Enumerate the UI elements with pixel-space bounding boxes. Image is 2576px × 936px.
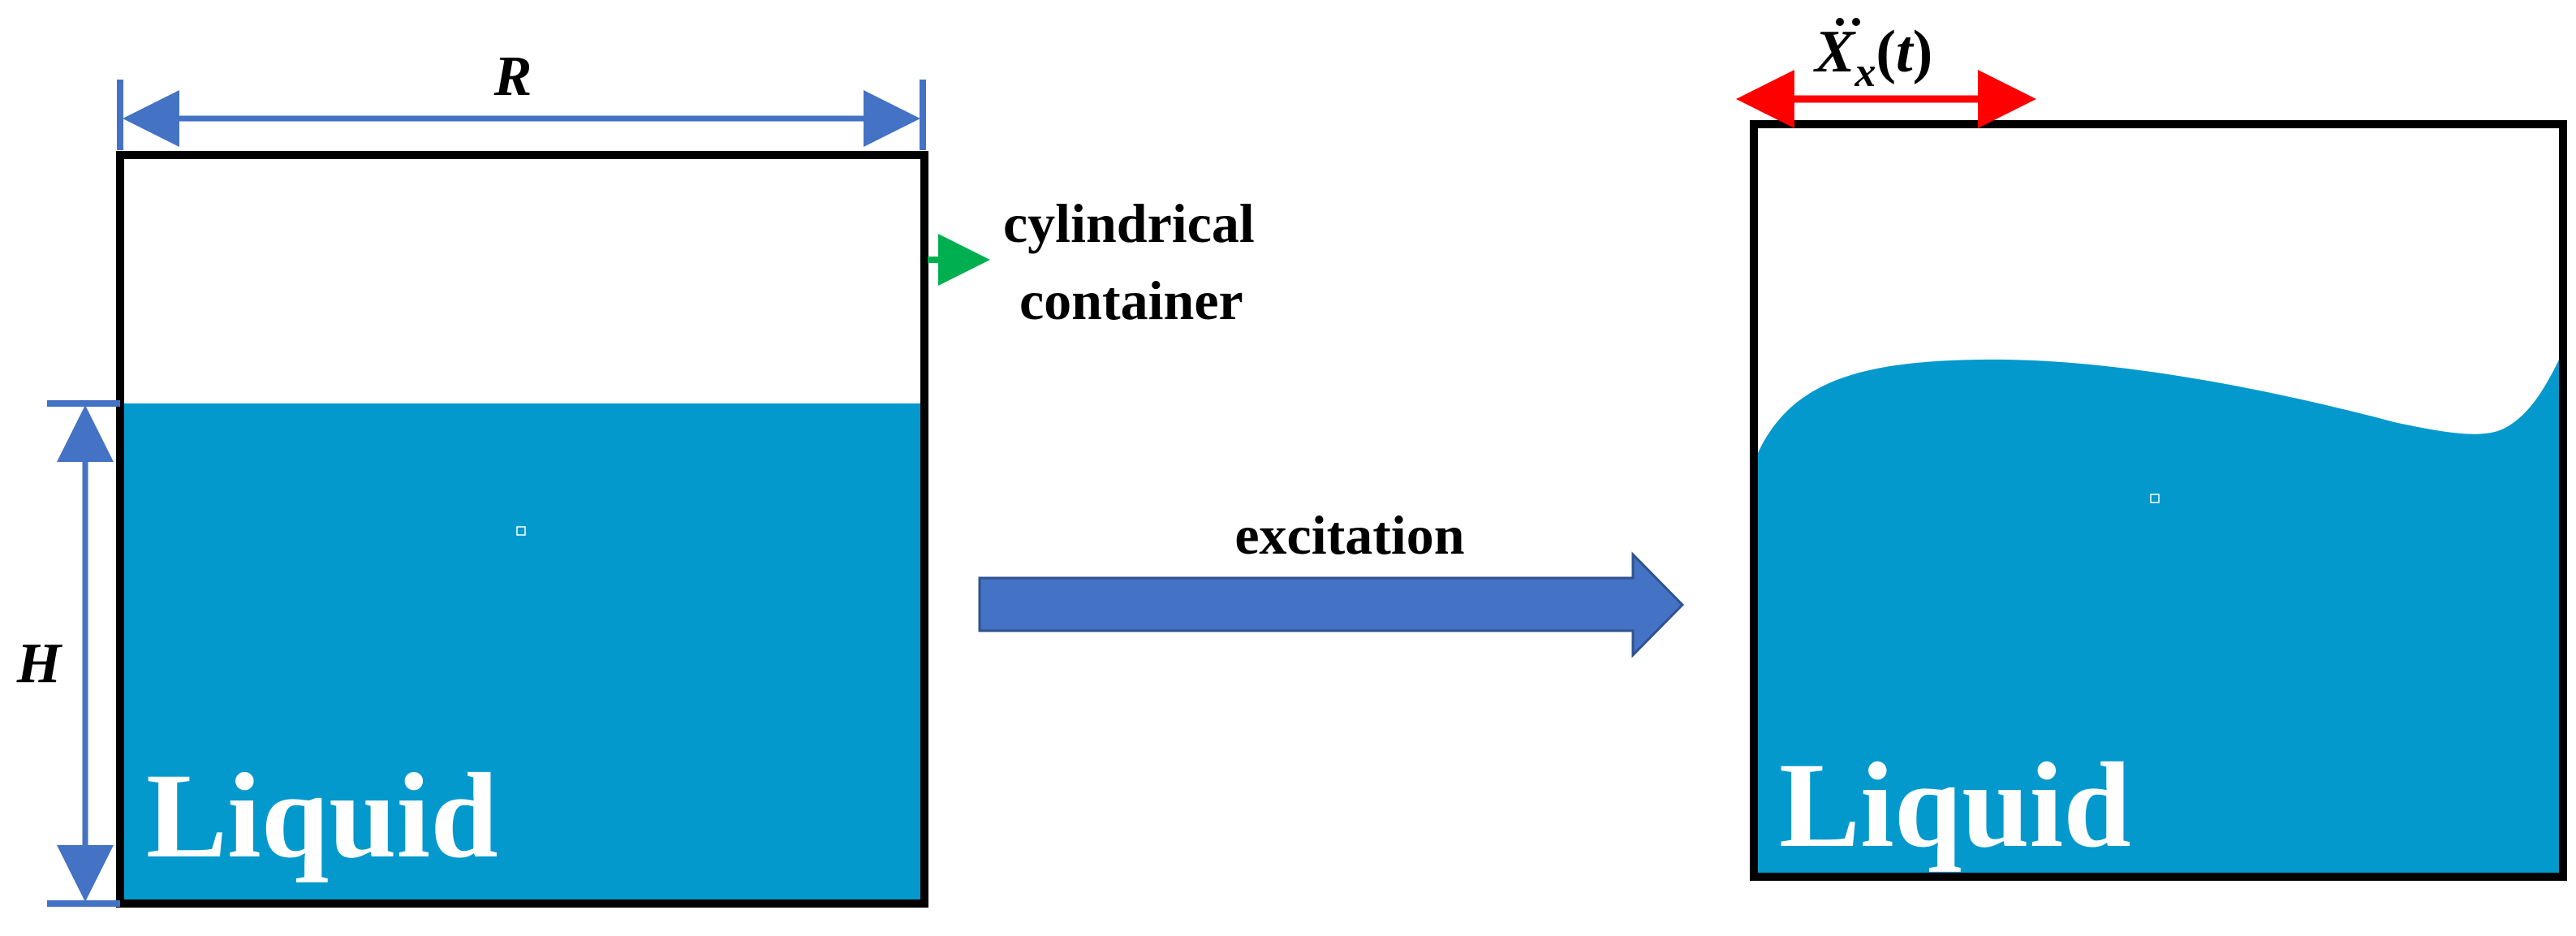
height-symbol: H	[16, 632, 63, 695]
left-liquid-label: Liquid	[146, 748, 498, 883]
left-container-group: Liquid	[116, 151, 928, 908]
acceleration-argument: t	[1896, 19, 1915, 85]
right-liquid	[1754, 352, 2563, 877]
container-pointer: cylindrical container	[928, 192, 1255, 331]
container-label-line1: cylindrical	[1003, 192, 1255, 254]
acceleration-label: Xx(t)	[1813, 19, 1932, 96]
excitation-group: excitation	[978, 504, 1685, 658]
acceleration-paren-open: (	[1876, 19, 1896, 85]
left-center-marker	[516, 526, 526, 536]
acceleration-dot-left	[1836, 18, 1844, 26]
excitation-label: excitation	[1234, 504, 1464, 566]
excitation-arrow	[978, 551, 1685, 658]
right-container-outline	[1750, 120, 2567, 881]
right-container-group: Liquid	[1750, 120, 2567, 881]
acceleration-subscript: x	[1854, 50, 1876, 96]
width-symbol: R	[493, 45, 532, 108]
right-liquid-label: Liquid	[1779, 738, 2131, 873]
right-center-marker	[2150, 494, 2160, 503]
acceleration-paren-close: )	[1913, 19, 1933, 85]
container-label-line2: container	[1019, 270, 1243, 331]
left-liquid	[120, 403, 924, 904]
width-dimension: R	[117, 45, 926, 150]
acceleration-symbol: X	[1813, 19, 1856, 85]
height-dimension: H	[16, 400, 120, 907]
acceleration-dot-right	[1852, 18, 1860, 26]
acceleration-group: Xx(t)	[1736, 18, 2036, 128]
left-container-outline	[116, 151, 928, 908]
